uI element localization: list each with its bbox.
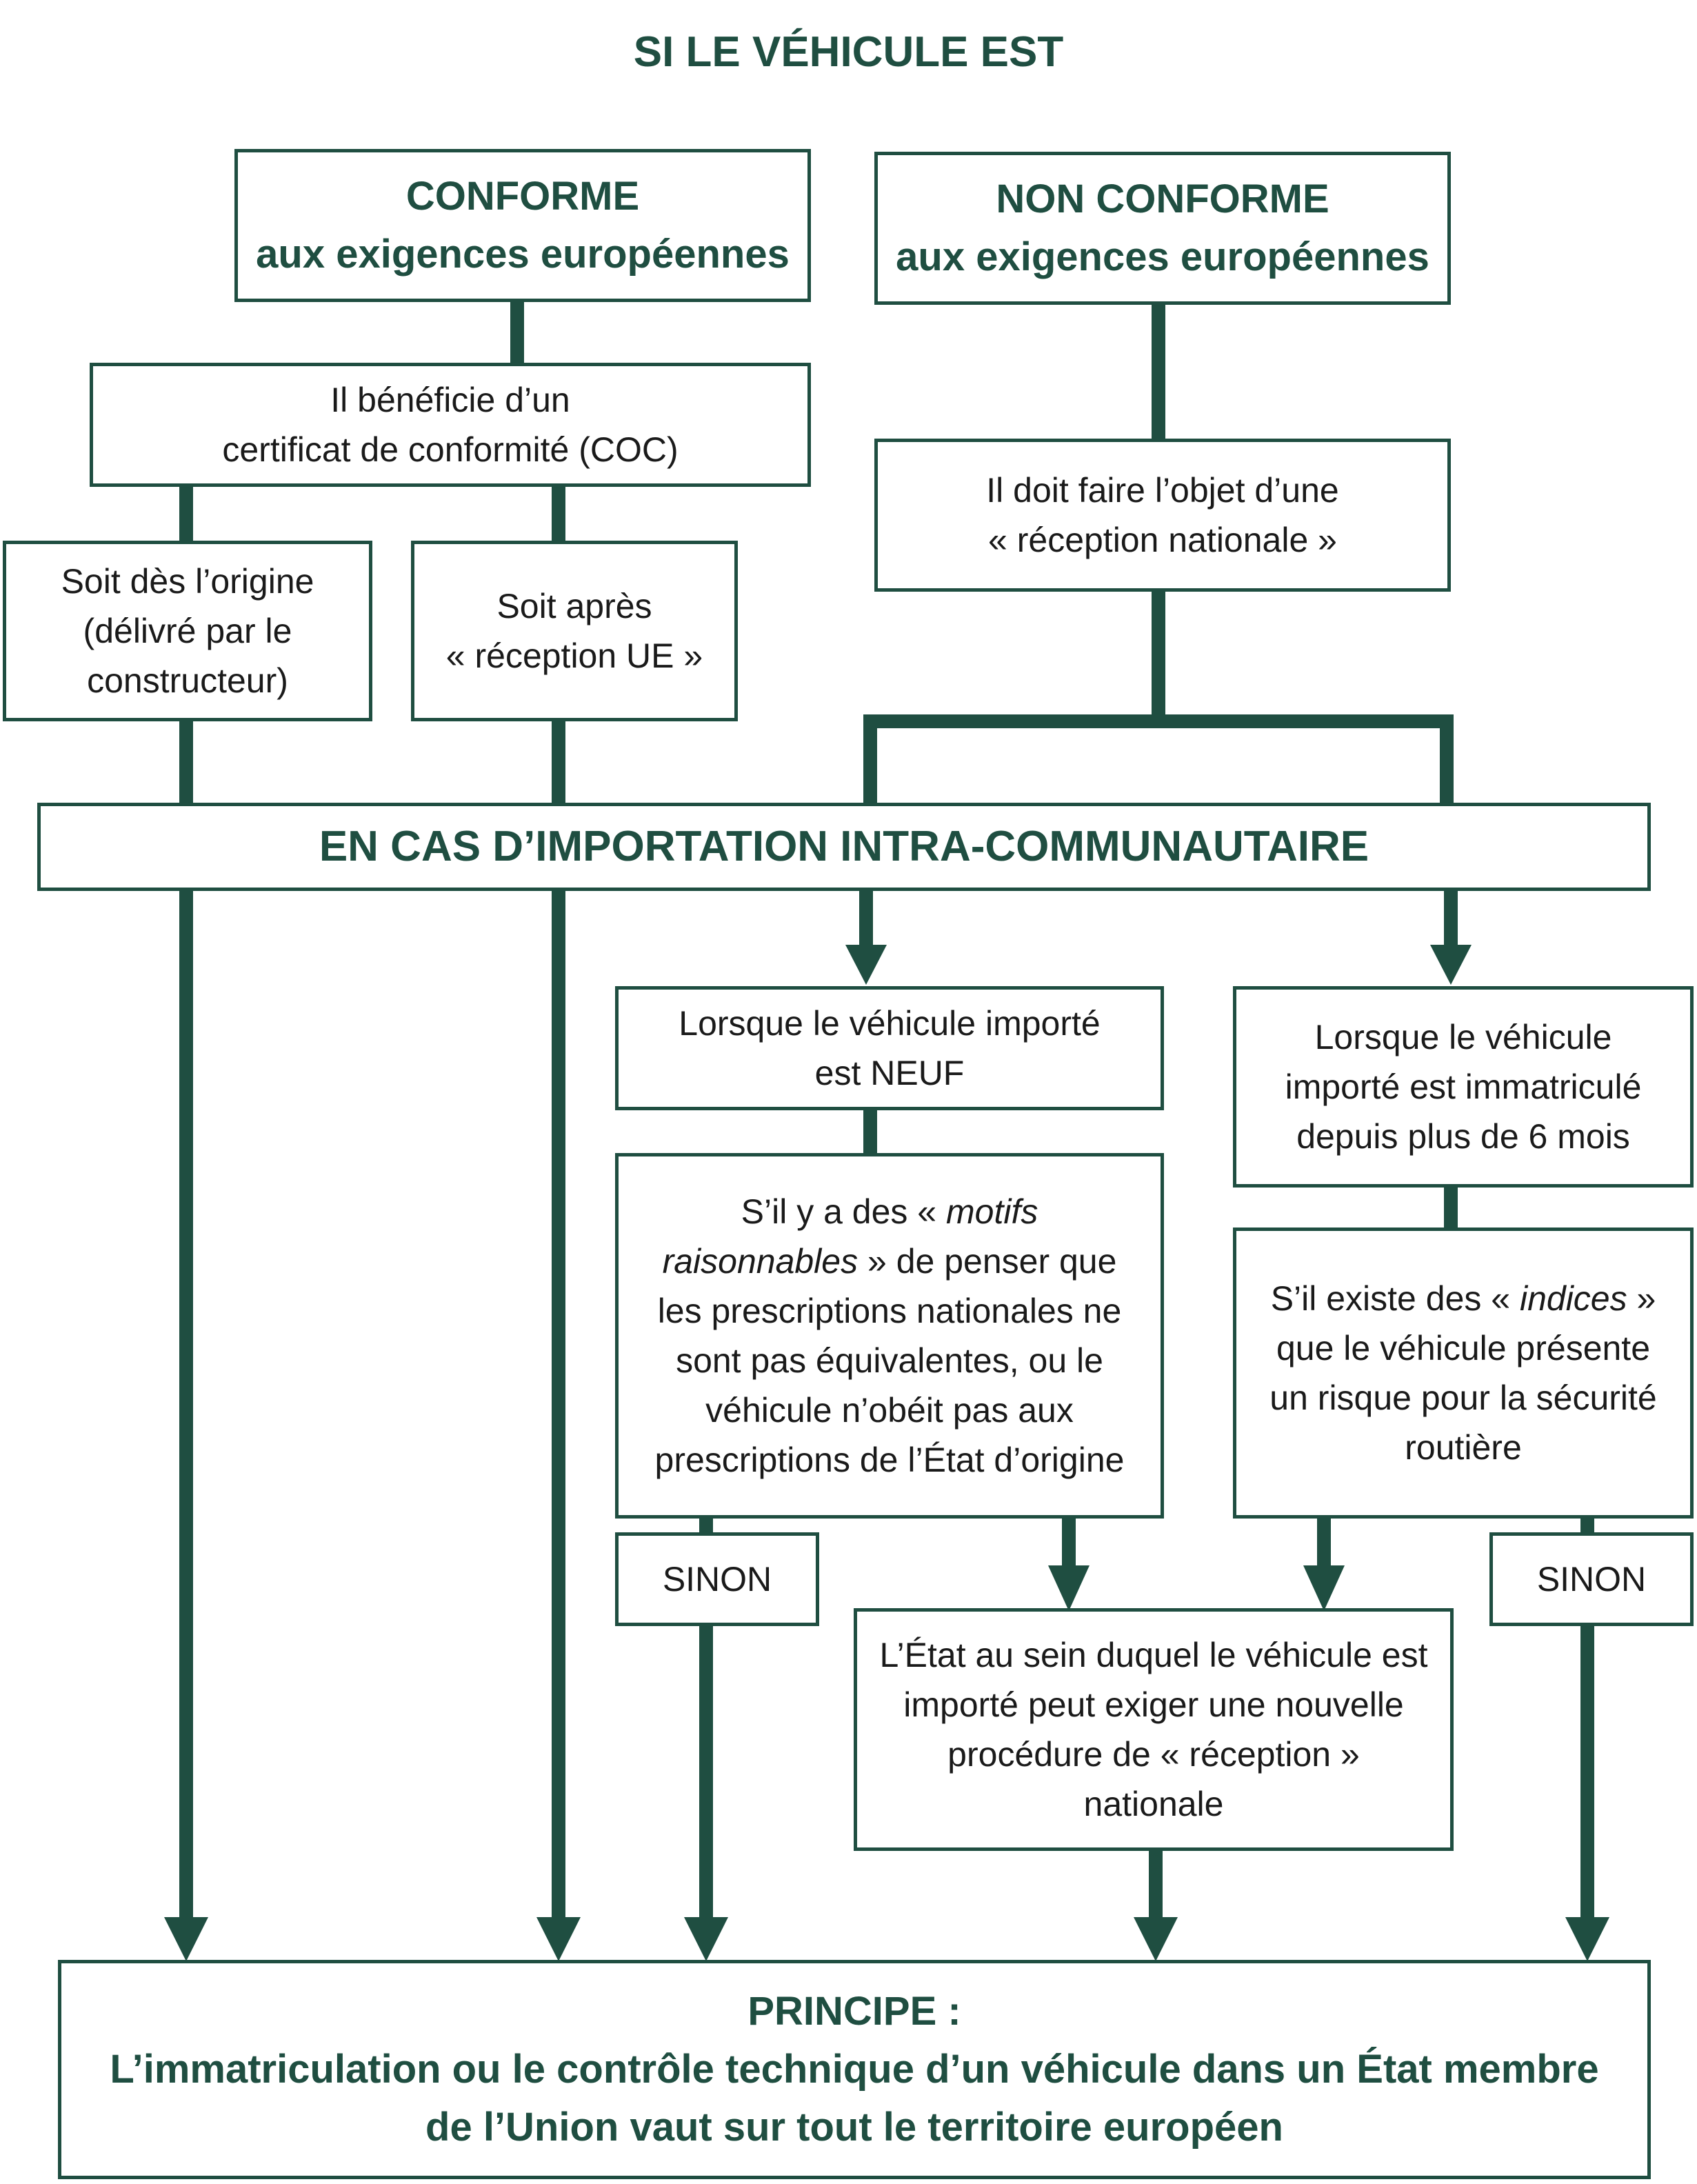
box-importation-banner: EN CAS D’IMPORTATION INTRA-COMMUNAUTAIRE xyxy=(37,803,1651,891)
box-principe-line2: L’immatriculation ou le contrôle techniq… xyxy=(110,2047,1599,2092)
box-apres-line1: Soit après xyxy=(496,587,652,625)
box-origine-line3: constructeur) xyxy=(87,661,288,700)
box-conforme-line2: aux exigences européennes xyxy=(256,232,790,277)
box-indices-line1: S’il existe des « indices » xyxy=(1270,1279,1656,1318)
box-motifs-line6: prescriptions de l’État d’origine xyxy=(654,1441,1125,1479)
box-motifs-line3: les prescriptions nationales ne xyxy=(657,1292,1122,1330)
box-principe-line3: de l’Union vaut sur tout le territoire e… xyxy=(425,2105,1283,2150)
box-origine-line2: (délivré par le xyxy=(83,612,292,650)
box-six-mois-line2: importé est immatriculé xyxy=(1285,1068,1642,1106)
box-sinon-right: SINON xyxy=(1489,1532,1694,1626)
box-non-conforme: NON CONFORME aux exigences européennes xyxy=(874,152,1451,305)
box-motifs-line2: raisonnables » de penser que xyxy=(662,1242,1117,1281)
box-etat-line3: procédure de « réception » xyxy=(947,1735,1360,1774)
box-neuf-line1: Lorsque le véhicule importé xyxy=(679,1004,1101,1043)
diagram-title: SI LE VÉHICULE EST xyxy=(633,28,1064,76)
box-indices-line4: routière xyxy=(1405,1428,1522,1467)
box-apres: Soit après « réception UE » xyxy=(411,541,738,721)
arrowhead-sixmois xyxy=(1430,945,1472,985)
box-etat-line2: importé peut exiger une nouvelle xyxy=(903,1685,1404,1724)
box-reception-nationale: Il doit faire l’objet d’une « réception … xyxy=(874,439,1451,592)
arrowhead-sinon-right-principe xyxy=(1565,1917,1609,1961)
box-indices-line3: un risque pour la sécurité xyxy=(1269,1379,1657,1417)
box-indices: S’il existe des « indices » que le véhic… xyxy=(1233,1228,1694,1519)
box-etat: L’État au sein duquel le véhicule est im… xyxy=(854,1608,1454,1851)
box-sinon-right-text: SINON xyxy=(1536,1560,1647,1599)
box-motifs: S’il y a des « motifs raisonnables » de … xyxy=(615,1153,1164,1519)
box-apres-line2: « réception UE » xyxy=(445,637,703,675)
arrowhead-sinon-left-principe xyxy=(684,1917,728,1961)
box-etat-line1: L’État au sein duquel le véhicule est xyxy=(879,1636,1428,1674)
box-non-conforme-line1: NON CONFORME xyxy=(996,177,1329,221)
box-neuf: Lorsque le véhicule importé est NEUF xyxy=(615,986,1164,1110)
box-reception-nationale-line1: Il doit faire l’objet d’une xyxy=(986,471,1339,510)
box-motifs-line4: sont pas équivalentes, ou le xyxy=(676,1341,1103,1380)
arrowhead-origine-principe xyxy=(164,1917,208,1961)
box-origine: Soit dès l’origine (délivré par le const… xyxy=(3,541,372,721)
box-six-mois-line1: Lorsque le véhicule xyxy=(1314,1018,1612,1056)
box-etat-line4: nationale xyxy=(1083,1785,1224,1823)
box-sinon-left-text: SINON xyxy=(662,1560,772,1599)
box-neuf-line2: est NEUF xyxy=(814,1054,965,1092)
box-principe: PRINCIPE : L’immatriculation ou le contr… xyxy=(58,1960,1651,2179)
box-principe-line1: PRINCIPE : xyxy=(747,1989,961,2034)
box-indices-line2: que le véhicule présente xyxy=(1276,1329,1651,1367)
box-six-mois: Lorsque le véhicule importé est immatric… xyxy=(1233,986,1694,1188)
box-coc: Il bénéficie d’un certificat de conformi… xyxy=(90,363,811,487)
box-origine-line1: Soit dès l’origine xyxy=(61,562,314,601)
arrowhead-etat-principe xyxy=(1134,1917,1178,1961)
box-coc-line1: Il bénéficie d’un xyxy=(330,381,570,419)
box-six-mois-line3: depuis plus de 6 mois xyxy=(1296,1117,1630,1156)
box-non-conforme-line2: aux exigences européennes xyxy=(896,234,1429,279)
box-reception-nationale-line2: « réception nationale » xyxy=(988,521,1337,559)
banner-text: EN CAS D’IMPORTATION INTRA-COMMUNAUTAIRE xyxy=(319,823,1369,870)
box-coc-line2: certificat de conformité (COC) xyxy=(222,430,679,469)
arrowhead-apres-principe xyxy=(536,1917,581,1961)
arrowhead-indices-etat xyxy=(1303,1565,1345,1611)
box-motifs-line5: véhicule n’obéit pas aux xyxy=(705,1391,1074,1430)
box-motifs-line1: S’il y a des « motifs xyxy=(741,1192,1038,1231)
box-conforme-line1: CONFORME xyxy=(405,174,640,219)
box-conforme: CONFORME aux exigences européennes xyxy=(234,149,811,302)
arrowhead-motifs-etat xyxy=(1048,1565,1090,1611)
arrowhead-neuf xyxy=(845,945,887,985)
box-sinon-left: SINON xyxy=(615,1532,819,1626)
